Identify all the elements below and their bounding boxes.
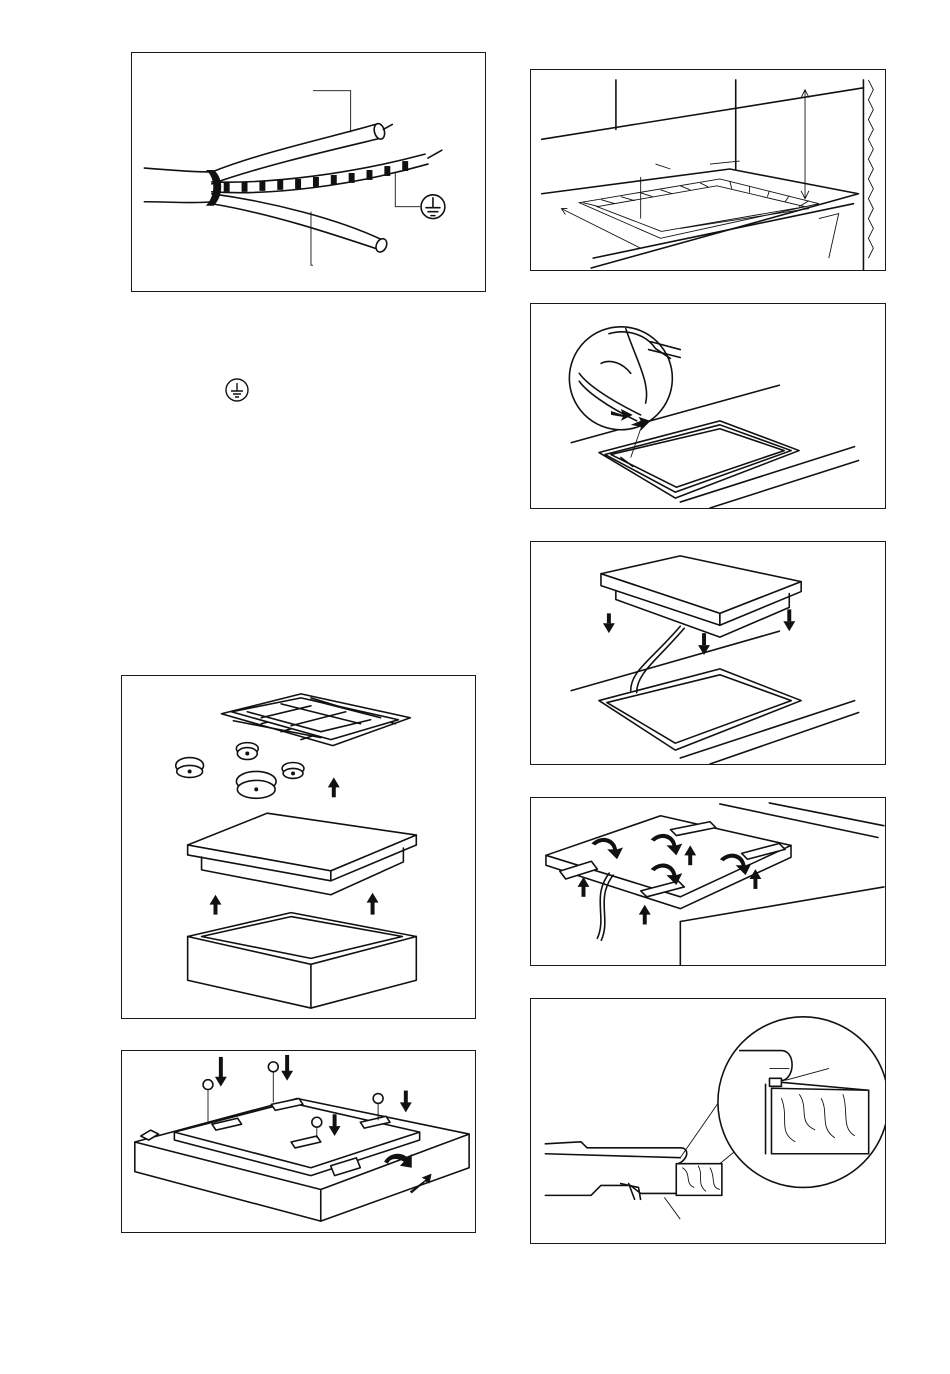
- cutout-dimensions-drawing: [531, 70, 885, 270]
- figure-seal-cross-section: [530, 998, 886, 1244]
- figure-cutout-dimensions: [530, 69, 886, 271]
- figure-cable-wires: [131, 52, 486, 292]
- screws-fixing-drawing: [122, 1051, 475, 1232]
- earth-ground-icon: [224, 377, 250, 403]
- figure-hob-lowering: [530, 541, 886, 765]
- components-exploded-drawing: [122, 676, 475, 1018]
- figure-components-exploded: [121, 675, 476, 1019]
- cable-wires-drawing: [132, 53, 485, 291]
- seal-application-drawing: [531, 304, 885, 508]
- seal-cross-section-drawing: [531, 999, 885, 1243]
- hob-lowering-drawing: [531, 542, 885, 764]
- figure-screws-fixing: [121, 1050, 476, 1233]
- figure-brackets-fixing: [530, 797, 886, 966]
- figure-seal-application: [530, 303, 886, 509]
- brackets-fixing-drawing: [531, 798, 885, 965]
